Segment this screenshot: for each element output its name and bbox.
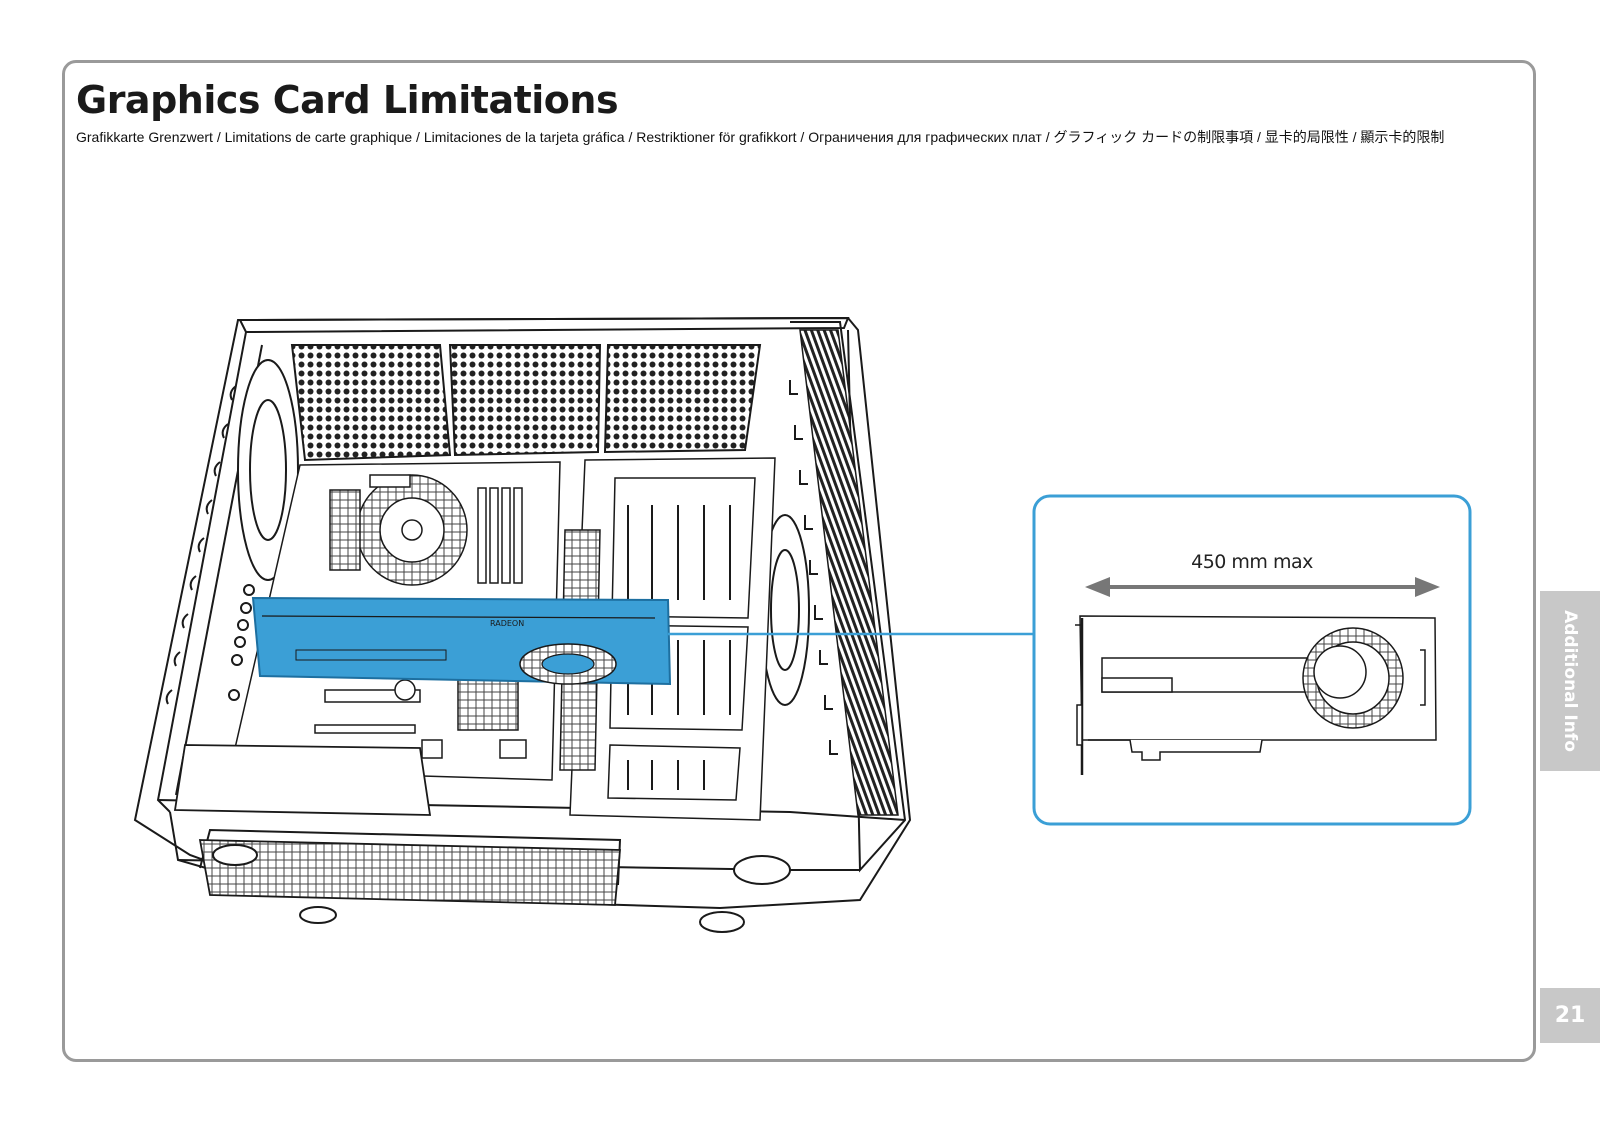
section-tab: Additional Info: [1540, 591, 1600, 771]
top-mesh: [290, 344, 762, 462]
dimension-arrow: [1085, 577, 1440, 597]
page-title: Graphics Card Limitations: [76, 78, 619, 122]
page-number-box: 21: [1540, 988, 1600, 1043]
left-slots: [165, 385, 237, 705]
right-clips: [789, 380, 838, 755]
front-vents: [799, 329, 899, 816]
page-subtitle: Grafikkarte Grenzwert / Limitations de c…: [76, 129, 1445, 145]
max-length-label: 450 mm max: [1191, 551, 1313, 573]
graphics-card-highlight: RADEON: [251, 596, 672, 686]
case-feet: [212, 844, 791, 933]
card-brand-text: RADEON: [490, 619, 524, 628]
expansion-screws: [228, 584, 255, 701]
page-number: 21: [1554, 1003, 1586, 1028]
page-frame: [62, 60, 1536, 1062]
section-tab-label: Additional Info: [1560, 610, 1580, 752]
side-fans: [237, 359, 810, 706]
psu-area: [173, 744, 621, 906]
callout-graphics-card: [1075, 615, 1437, 775]
